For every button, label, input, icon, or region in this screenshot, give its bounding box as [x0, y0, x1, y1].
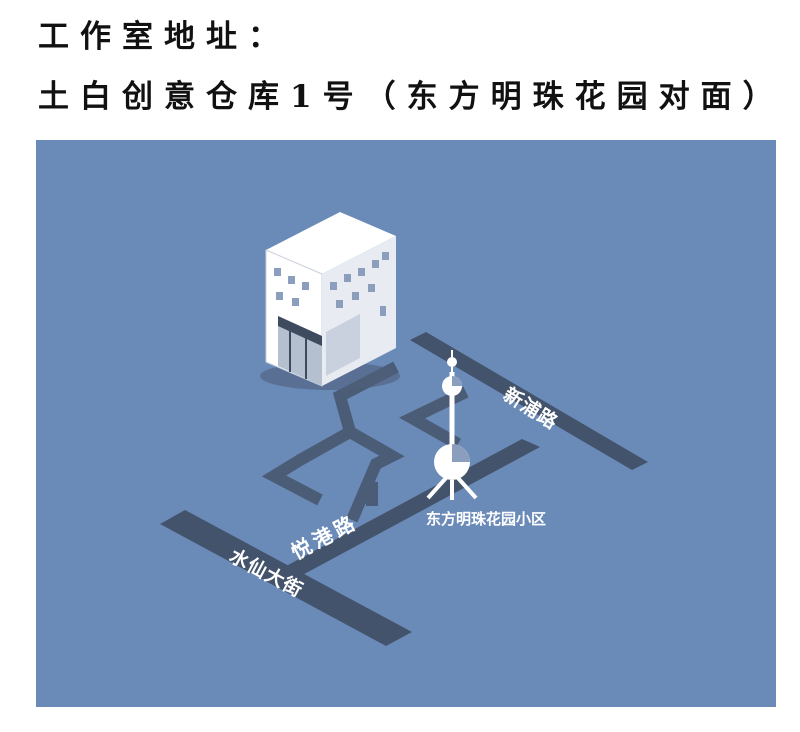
map: 水仙大街 悦港路 新浦路 东方明珠花园小区 — [36, 140, 776, 707]
address-heading: 工作室地址： — [38, 19, 290, 55]
road-xinpu — [410, 332, 648, 470]
address-detail: 土白创意仓库1号（东方明珠花园对面） — [38, 79, 785, 115]
road-yuegang — [264, 439, 540, 586]
landmark-label: 东方明珠花园小区 — [426, 510, 546, 528]
landmark-tower-icon — [426, 350, 478, 500]
studio-building — [260, 212, 400, 390]
connector-roads — [261, 361, 469, 523]
